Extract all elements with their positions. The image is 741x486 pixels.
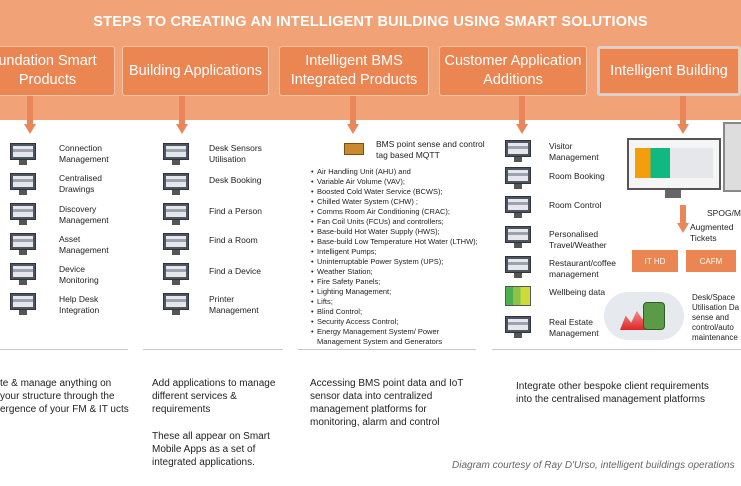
monitor-icon: [163, 263, 189, 285]
list-item: Intelligent Pumps;: [311, 247, 491, 257]
col1-item: Help Desk Integration: [59, 294, 100, 315]
down-arrow-icon: [176, 96, 188, 136]
down-arrow-icon: [516, 96, 528, 136]
list-item: Weather Station;: [311, 267, 491, 277]
bms-point-list: Air Handling Unit (AHU) and Variable Air…: [311, 167, 491, 347]
smart-mobile-apps-description: These all appear on Smart Mobile Apps as…: [152, 431, 270, 468]
monitor-icon: [505, 167, 531, 189]
list-item: Fan Coil Units (FCUs) and controllers;: [311, 217, 491, 227]
col2-item: Desk Sensors Utilisation: [209, 143, 262, 164]
divider: [143, 349, 283, 350]
step-label: Customer Application Additions: [444, 53, 582, 88]
spog-label: SPOG/M: [707, 208, 741, 218]
building-apps-description: Add applications to manage different ser…: [152, 378, 276, 415]
col2-item: Find a Room: [209, 235, 258, 245]
list-item: Comms Room Air Conditioning (CRAC);: [311, 207, 491, 217]
down-arrow-icon: [677, 96, 689, 136]
col1-item: Connection Management: [59, 143, 109, 164]
list-item: Base-build Low Temperature Hot Water (LT…: [311, 237, 491, 247]
down-arrow-icon: [347, 96, 359, 136]
col2-item: Find a Person: [209, 206, 262, 216]
bms-header: BMS point sense and control tag based MQ…: [376, 139, 485, 160]
down-arrow-icon: [24, 96, 36, 136]
it-hd-badge[interactable]: IT HD: [632, 250, 678, 272]
list-item: Energy Management System/ Power Manageme…: [311, 327, 477, 347]
col1-item: Centralised Drawings: [59, 173, 102, 194]
monitor-icon: [163, 293, 189, 315]
col4-item: Wellbeing data: [549, 287, 606, 297]
list-item: Uninterruptable Power System (UPS);: [311, 257, 491, 267]
bms-description: Accessing BMS point data and IoT sensor …: [310, 378, 464, 428]
monitor-icon: [163, 173, 189, 195]
step-label: Building Applications: [128, 62, 262, 79]
list-item: Base-build Hot Water Supply (HWS);: [311, 227, 491, 237]
col4-item: Personalised Travel/Weather: [549, 229, 607, 250]
badge-label: CAFM: [699, 256, 723, 266]
monitor-icon: [505, 256, 531, 278]
list-item: Air Handling Unit (AHU) and: [311, 167, 491, 177]
customer-description: Integrate other bespoke client requireme…: [516, 381, 709, 405]
list-item: Variable Air Volume (VAV);: [311, 177, 491, 187]
monitor-icon: [505, 196, 531, 218]
step-foundation-smart-products[interactable]: undation Smart Products: [0, 46, 115, 96]
col2-item: Find a Device: [209, 266, 261, 276]
list-item: Fire Safety Panels;: [311, 277, 491, 287]
list-item: Security Access Control;: [311, 317, 491, 327]
step-label: Intelligent Building: [610, 62, 728, 79]
badge-label: IT HD: [644, 256, 666, 266]
foundation-description: te & manage anything on your structure t…: [0, 378, 129, 415]
list-item: Lifts;: [311, 297, 491, 307]
monitor-icon: [505, 140, 531, 162]
step-building-applications[interactable]: Building Applications: [122, 46, 269, 96]
database-icon: [643, 302, 665, 330]
chip-icon: [344, 143, 364, 155]
col2-item: Printer Management: [209, 294, 259, 315]
list-item: Boosted Cold Water Service (BCWS);: [311, 187, 491, 197]
step-label: Intelligent BMS Integrated Products: [290, 53, 418, 88]
divider: [0, 349, 128, 350]
wellbeing-chart-icon: [505, 286, 531, 306]
monitor-stand-icon: [665, 190, 681, 198]
monitor-icon: [163, 203, 189, 225]
banner-title: STEPS TO CREATING AN INTELLIGENT BUILDIN…: [93, 14, 648, 30]
list-item: Blind Control;: [311, 307, 491, 317]
step-intelligent-bms[interactable]: Intelligent BMS Integrated Products: [279, 46, 429, 96]
monitor-icon: [10, 293, 36, 315]
col4-item: Room Booking: [549, 171, 605, 181]
monitor-icon: [10, 173, 36, 195]
col4-item: Restaurant/coffee management: [549, 258, 616, 279]
col2-item: Desk Booking: [209, 175, 262, 185]
dashboard-screen-icon: [627, 138, 721, 190]
col4-item: Real Estate Management: [549, 317, 599, 338]
divider: [298, 349, 476, 350]
monitor-icon: [505, 226, 531, 248]
step-label: undation Smart Products: [0, 53, 97, 88]
down-arrow-icon: [677, 205, 689, 235]
monitor-icon: [10, 143, 36, 165]
monitor-icon: [163, 233, 189, 255]
tablet-icon: [723, 122, 741, 192]
monitor-icon: [10, 233, 36, 255]
col1-item: Asset Management: [59, 234, 109, 255]
col4-item: Visitor Management: [549, 141, 599, 162]
cafm-badge[interactable]: CAFM: [686, 250, 736, 272]
list-item: Chilled Water System (CHW) ;: [311, 197, 491, 207]
monitor-icon: [505, 316, 531, 338]
list-item: Lighting Management;: [311, 287, 491, 297]
col4-item: Room Control: [549, 200, 602, 210]
monitor-icon: [10, 203, 36, 225]
diagram-courtesy: Diagram courtesy of Ray D'Urso, intellig…: [452, 460, 735, 471]
step-intelligent-building[interactable]: Intelligent Building: [597, 46, 741, 96]
col1-item: Device Monitoring: [59, 264, 99, 285]
monitor-icon: [163, 143, 189, 165]
augmented-label: Augmented Tickets: [690, 222, 734, 243]
col1-item: Discovery Management: [59, 204, 109, 225]
divider: [492, 349, 741, 350]
monitor-icon: [10, 263, 36, 285]
step-customer-application-additions[interactable]: Customer Application Additions: [439, 46, 587, 96]
desk-utilisation-label: Desk/Space Utilisation Da sense and cont…: [692, 293, 740, 342]
